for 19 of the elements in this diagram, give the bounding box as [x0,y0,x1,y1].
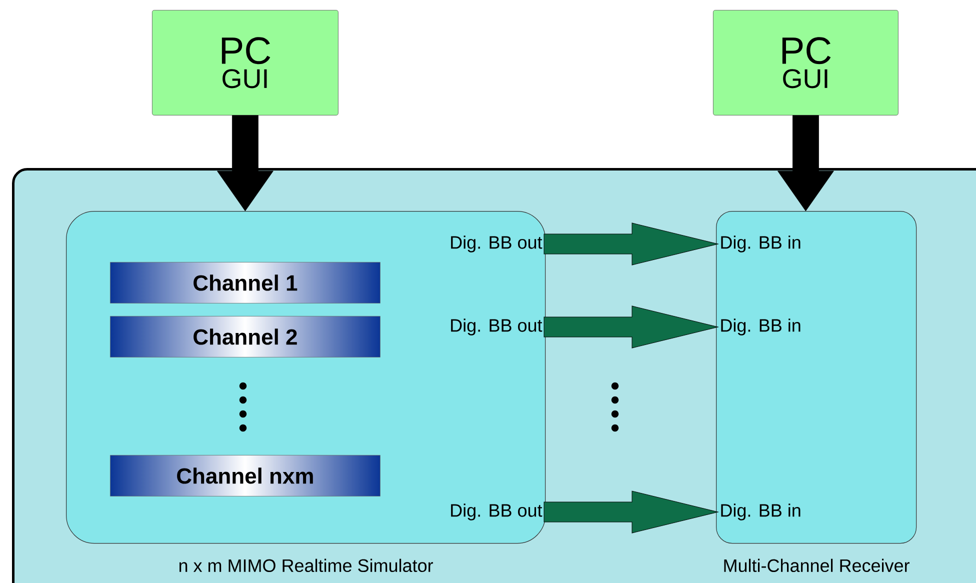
port-label: Dig. BB in [721,504,800,520]
port-label: Dig. BB out [451,504,542,520]
module-caption: Multi-Channel Receiver [724,558,910,572]
port-label: Dig. BB out [451,318,542,336]
pc-box: PC GUI [152,10,338,116]
module-box [716,211,917,544]
channel-bar: Channel nxm [110,455,380,496]
port-label: Dig. BB out [451,236,542,252]
port-label: Dig. BB in [721,318,800,336]
arrow [544,490,718,534]
module-caption: n x m MIMO Realtime Simulator [179,558,433,572]
arrow [778,115,834,212]
pc-box: PC GUI [713,10,898,116]
arrow [217,115,274,212]
channel-bar: Channel 1 [110,262,380,304]
arrow [544,306,718,348]
channel-bar: Channel 2 [110,316,380,358]
port-label: Dig. BB in [721,236,800,252]
arrow [544,222,718,266]
